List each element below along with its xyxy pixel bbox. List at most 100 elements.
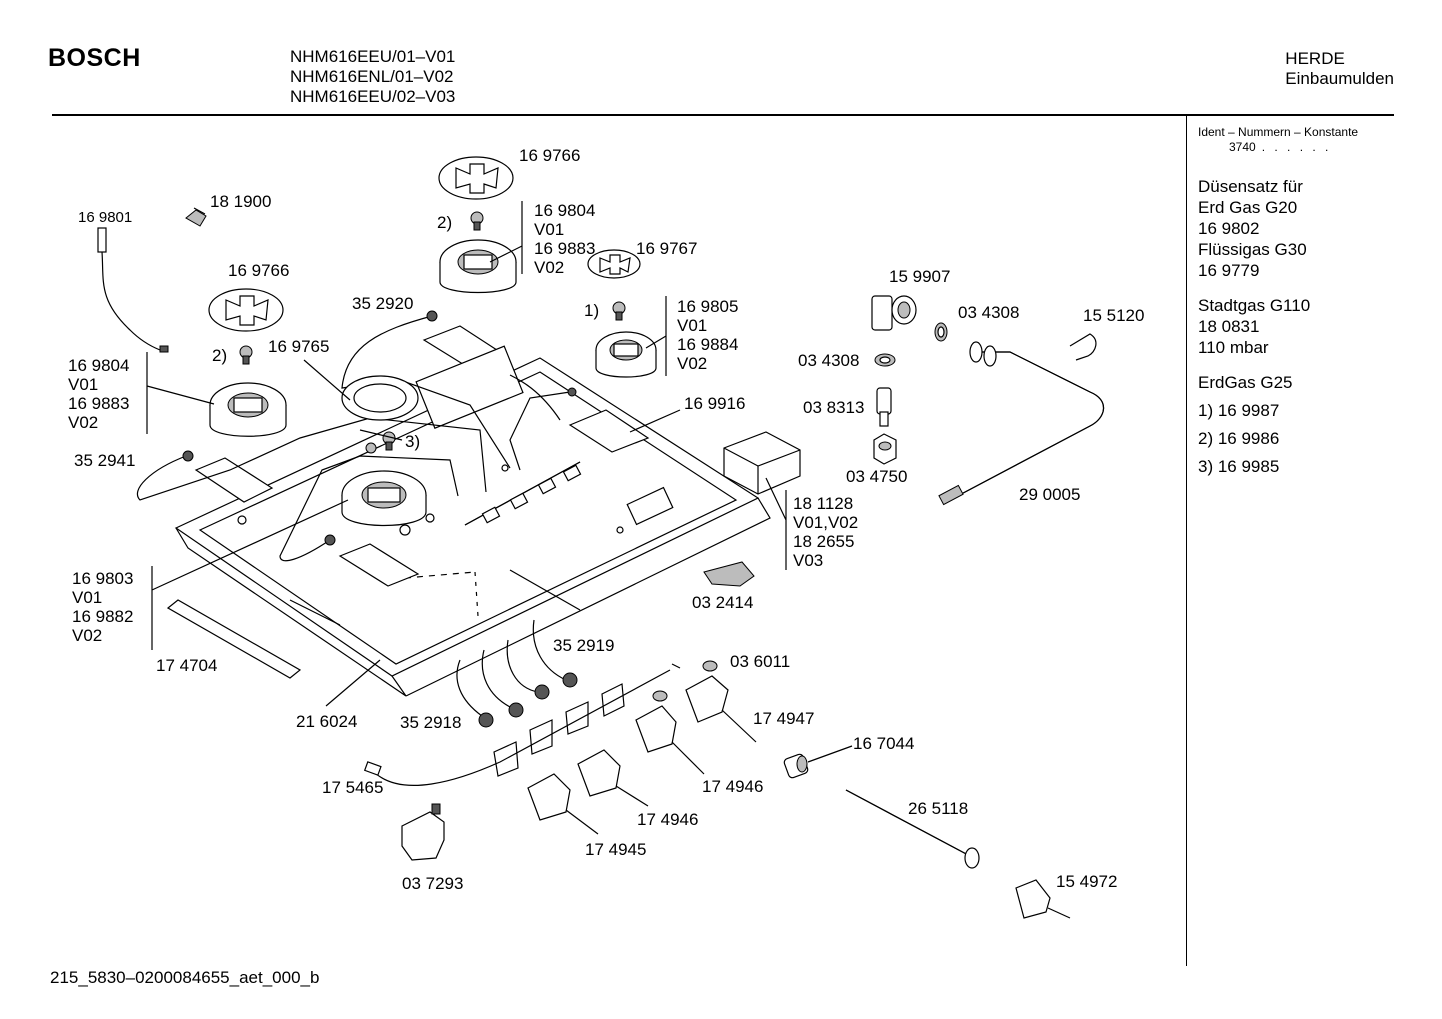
gas-type: Erd Gas G20 bbox=[1198, 198, 1298, 217]
part-label: 03 7293 bbox=[402, 874, 463, 893]
part-label: 15 9907 bbox=[889, 267, 950, 286]
burner-cap-top bbox=[438, 156, 514, 200]
part-label: 03 8313 bbox=[803, 398, 864, 417]
shaft-265118 bbox=[845, 789, 980, 869]
part-label: 16 9765 bbox=[268, 337, 329, 356]
part-labels: 16 9801 18 1900 16 9766 16 9766 16 9804 … bbox=[68, 146, 1144, 893]
thermocouple-harness bbox=[371, 663, 681, 786]
sidebar-divider bbox=[1186, 116, 1187, 966]
part-label: 16 9766 bbox=[519, 146, 580, 165]
screws bbox=[239, 211, 626, 454]
part-label: 26 5118 bbox=[908, 799, 968, 818]
clip-181900 bbox=[185, 209, 207, 227]
part-label: V01 bbox=[72, 588, 102, 607]
burner-ring-wok bbox=[341, 375, 419, 421]
lower-gas-pipes bbox=[456, 619, 578, 728]
part-label: 17 4945 bbox=[585, 840, 646, 859]
gas-pressure: 110 mbar bbox=[1198, 338, 1269, 357]
part-label: 16 9804 bbox=[534, 201, 595, 220]
gas-tap-174947 bbox=[685, 675, 757, 743]
part-label: 29 0005 bbox=[1019, 485, 1080, 504]
part-label: 18 1900 bbox=[210, 192, 271, 211]
gas-pipe-290005 bbox=[938, 341, 1105, 506]
burner-rear bbox=[439, 239, 517, 294]
nozzle-block-g110: Stadtgas G110 18 0831 110 mbar bbox=[1198, 295, 1398, 358]
connector-175465 bbox=[363, 761, 382, 776]
clip-155120 bbox=[1069, 333, 1097, 361]
ident-dots: . . . . . . bbox=[1261, 140, 1332, 154]
gas-tap-174946-a bbox=[635, 705, 705, 775]
ident-title: Ident – Nummern – Konstante bbox=[1198, 125, 1359, 139]
leader-lines bbox=[146, 201, 853, 763]
clip-032414 bbox=[703, 561, 755, 587]
burner-left bbox=[209, 382, 287, 437]
part-label: V01,V02 bbox=[793, 513, 858, 532]
part-label: 03 4750 bbox=[846, 467, 907, 486]
category-line: HERDE bbox=[1285, 49, 1345, 68]
part-label: V02 bbox=[534, 258, 564, 277]
bracket-037293 bbox=[401, 803, 445, 861]
gas-tap-174946-b bbox=[577, 749, 649, 807]
parts-drawing: 16 9801 18 1900 16 9766 16 9766 16 9804 … bbox=[68, 146, 1144, 919]
nozzle-block-g25: ErdGas G25 1) 16 9987 2) 16 9986 3) 16 9… bbox=[1198, 372, 1398, 477]
part-label: 03 2414 bbox=[692, 593, 753, 612]
ident-number: 3740 bbox=[1229, 140, 1256, 154]
part-label: 03 4308 bbox=[958, 303, 1019, 322]
part-label: 16 7044 bbox=[853, 734, 914, 753]
part-label: 18 2655 bbox=[793, 532, 854, 551]
gas-tap-174945 bbox=[527, 773, 599, 835]
product-category: HERDE Einbaumulden bbox=[1285, 49, 1394, 89]
part-number: 16 9779 bbox=[1198, 261, 1260, 280]
nozzle-title: Düsensatz für bbox=[1198, 177, 1303, 196]
part-label: 16 9801 bbox=[78, 209, 132, 226]
elbow-connector-159907 bbox=[871, 295, 917, 331]
part-label: V02 bbox=[72, 626, 102, 645]
part-label: 16 9882 bbox=[72, 607, 133, 626]
part-label: 03 6011 bbox=[730, 652, 790, 671]
ignition-module-181128 bbox=[723, 431, 801, 495]
part-label: V02 bbox=[677, 354, 707, 373]
nozzle-tag: 3) bbox=[405, 432, 420, 451]
part-label: 17 4946 bbox=[702, 777, 763, 796]
part-label: 16 9883 bbox=[534, 239, 595, 258]
part-label: 16 9916 bbox=[684, 394, 745, 413]
nozzle-item: 1) 16 9987 bbox=[1198, 401, 1280, 420]
ident-value: 3740 . . . . . . bbox=[1198, 140, 1398, 155]
gas-type: Stadtgas G110 bbox=[1198, 296, 1311, 315]
burner-cap-left bbox=[208, 288, 284, 332]
nozzle-item: 2) 16 9986 bbox=[1198, 429, 1280, 448]
model-number: NHM616ENL/01–V02 bbox=[290, 67, 454, 86]
part-label: 16 9805 bbox=[677, 297, 738, 316]
part-number: 18 0831 bbox=[1198, 317, 1260, 336]
nozzle-sidebar: Ident – Nummern – Konstante 3740 . . . . … bbox=[1198, 125, 1398, 477]
nut-034750 bbox=[873, 433, 897, 465]
part-number: 16 9802 bbox=[1198, 219, 1260, 238]
part-label: 16 9803 bbox=[72, 569, 133, 588]
nozzle-tag: 1) bbox=[584, 301, 599, 320]
part-label: 21 6024 bbox=[296, 712, 357, 731]
model-number: NHM616EEU/01–V01 bbox=[290, 47, 456, 66]
washer-036011 bbox=[652, 660, 718, 702]
part-label: 35 2941 bbox=[74, 451, 135, 470]
burner-cap-right bbox=[587, 249, 641, 279]
part-label: V02 bbox=[68, 413, 98, 432]
spark-plug-169801 bbox=[97, 227, 169, 353]
gas-pipes bbox=[136, 310, 582, 562]
burner-wok bbox=[341, 470, 427, 526]
part-label: 15 5120 bbox=[1083, 306, 1144, 325]
model-number: NHM616EEU/02–V03 bbox=[290, 87, 456, 106]
nozzle-038313 bbox=[876, 387, 892, 427]
part-label: 17 4946 bbox=[637, 810, 698, 829]
gas-type: ErdGas G25 bbox=[1198, 373, 1293, 392]
part-label: 35 2920 bbox=[352, 294, 413, 313]
category-line: Einbaumulden bbox=[1285, 69, 1394, 88]
part-label: V01 bbox=[68, 375, 98, 394]
part-label: 16 9883 bbox=[68, 394, 129, 413]
part-label: V01 bbox=[534, 220, 564, 239]
part-label: 15 4972 bbox=[1056, 872, 1117, 891]
seal-034308-a bbox=[934, 322, 948, 342]
spacer-167044 bbox=[783, 753, 809, 779]
part-label: V03 bbox=[793, 551, 823, 570]
brand-logo: BOSCH bbox=[48, 44, 141, 72]
